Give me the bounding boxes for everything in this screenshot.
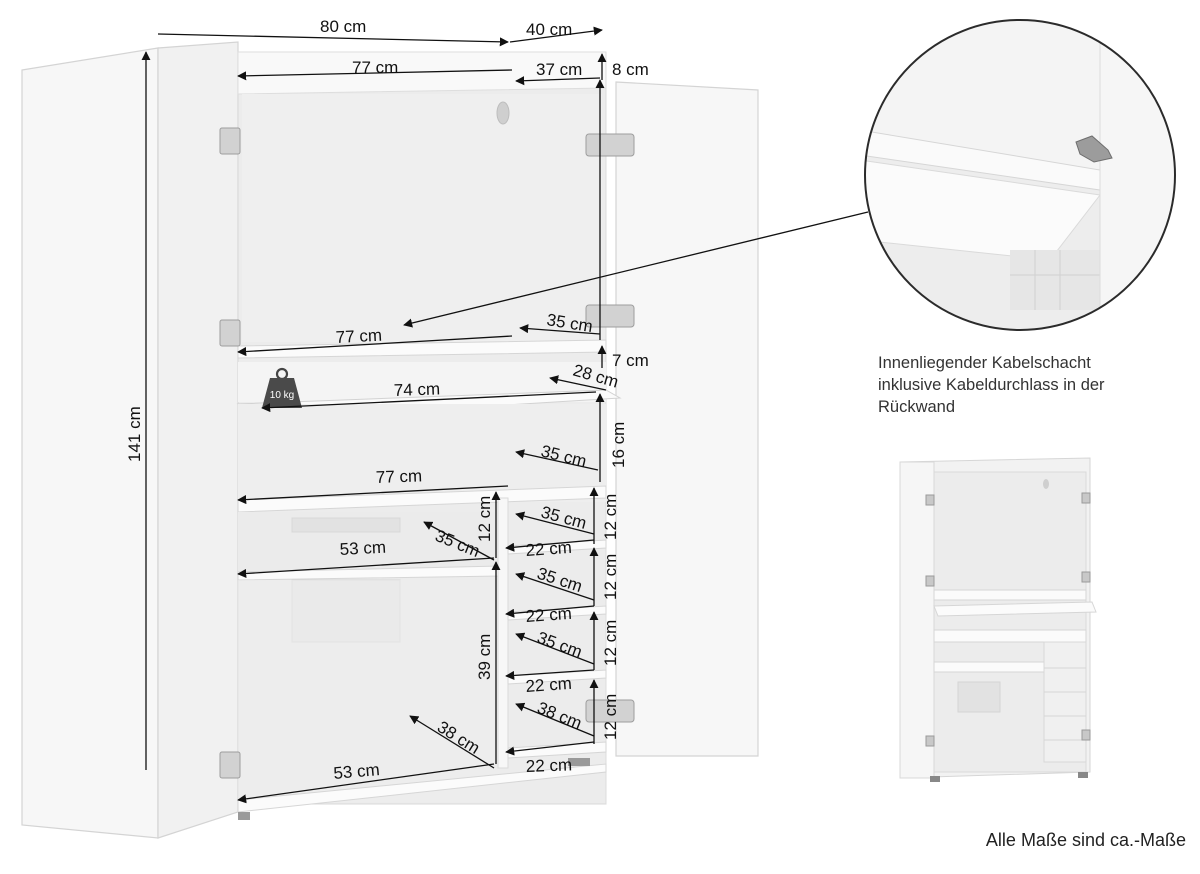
dim-height-16: 16 cm — [609, 422, 628, 468]
dim-height-12-c4: 12 cm — [601, 694, 620, 740]
cable-duct-zoom-detail — [864, 19, 1176, 331]
vertical-divider — [497, 497, 509, 769]
dim-height-39: 39 cm — [475, 634, 494, 680]
dim-inner-width-77-top: 77 cm — [352, 58, 398, 77]
dim-width-53-top: 53 cm — [339, 538, 386, 559]
caption-line-2: inklusive Kabeldurchlass in der — [878, 376, 1105, 394]
hinge-icon — [219, 127, 635, 779]
hinge-detail-icon — [1075, 135, 1113, 163]
caption-line-1: Innenliegender Kabelschacht — [878, 354, 1091, 372]
dim-width-80: 80 cm — [320, 17, 366, 36]
dim-height-12-c1: 12 cm — [601, 494, 620, 540]
dim-height-12-c3: 12 cm — [601, 620, 620, 666]
right-door — [615, 81, 759, 757]
dim-width-22-2: 22 cm — [525, 604, 573, 626]
dim-height-12-c2: 12 cm — [601, 554, 620, 600]
dimension-lines — [141, 26, 869, 804]
dim-width-53-bottom: 53 cm — [333, 760, 381, 783]
dim-shelf-width-77-low: 77 cm — [375, 466, 422, 487]
weight-icon: 10 kg — [262, 367, 302, 408]
dim-pullout-width-74: 74 cm — [393, 379, 440, 400]
weight-label: 10 kg — [270, 390, 294, 401]
cable-hole — [496, 101, 510, 125]
middle-shelf — [237, 485, 607, 513]
dim-height-141: 141 cm — [125, 406, 144, 462]
dim-depth-40: 40 cm — [526, 20, 572, 39]
main-cabinet: 10 kg — [21, 41, 759, 839]
caption-line-3: Rückwand — [878, 398, 956, 416]
carcass-left-side — [157, 41, 239, 839]
dim-height-8: 8 cm — [612, 60, 649, 79]
dim-width-22-3: 22 cm — [525, 674, 573, 696]
dim-shelf-width-77: 77 cm — [335, 326, 382, 347]
cable-duct-caption: Innenliegender Kabelschacht inklusive Ka… — [878, 352, 1178, 418]
dim-width-22-4: 22 cm — [525, 755, 572, 776]
dim-height-7: 7 cm — [612, 351, 649, 370]
dim-depth-37: 37 cm — [536, 60, 582, 79]
dim-width-22-1: 22 cm — [525, 538, 573, 560]
dim-height-12-left: 12 cm — [475, 496, 494, 542]
measurement-disclaimer: Alle Maße sind ca.-Maße — [985, 830, 1186, 850]
thumbnail-cabinet — [899, 457, 1097, 782]
